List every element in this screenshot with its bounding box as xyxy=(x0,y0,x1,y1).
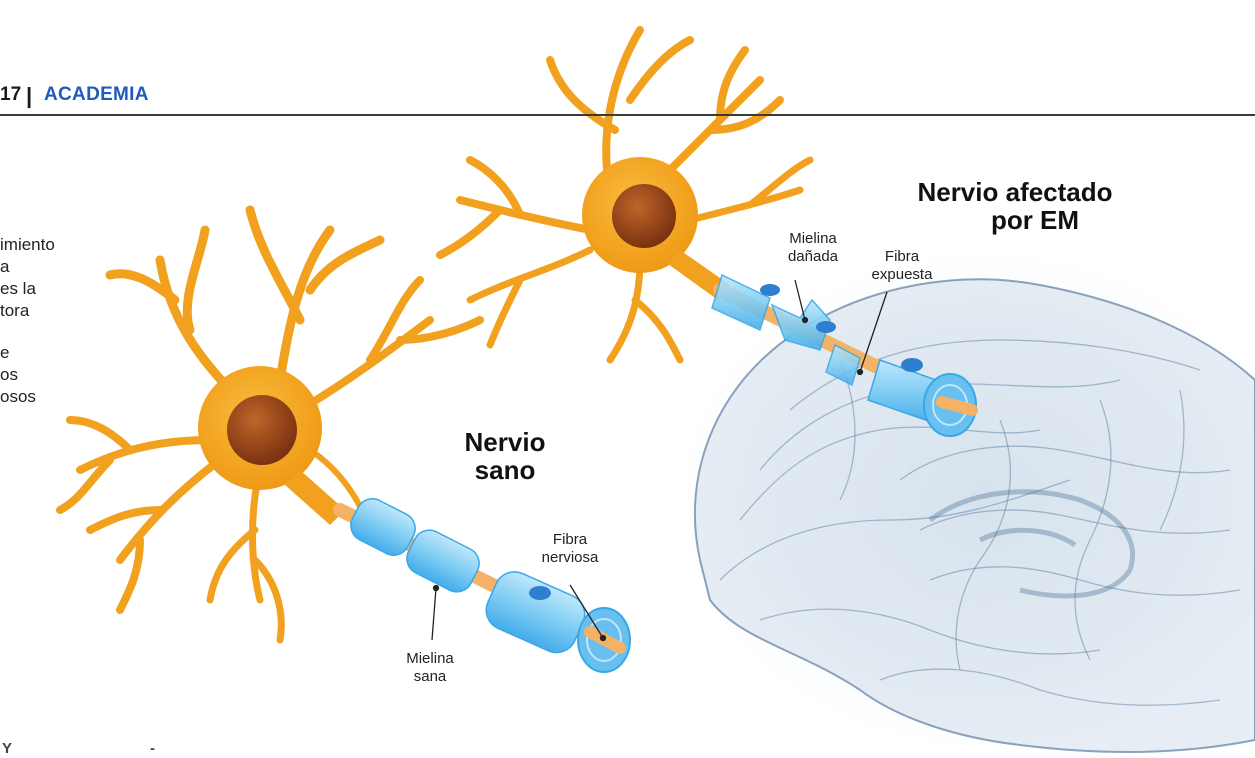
affected-neuron-nucleus xyxy=(612,184,676,248)
title-line: sano xyxy=(455,456,555,484)
body-line: osos xyxy=(0,386,55,408)
title-nervio-afectado: Nervio afectado por EM xyxy=(900,178,1130,234)
label-line: Fibra xyxy=(530,531,610,549)
header-rule xyxy=(0,114,1255,116)
label-line: dañada xyxy=(778,248,848,266)
healthy-neuron-nucleus xyxy=(227,395,297,465)
section-title: ACADEMIA xyxy=(44,84,149,106)
body-line: a xyxy=(0,256,55,278)
footer-mark-right: - xyxy=(150,740,155,757)
label-fibra-expuesta: Fibra expuesta xyxy=(862,248,942,284)
footer-mark-left: Y xyxy=(2,740,12,757)
label-line: Fibra xyxy=(862,248,942,266)
header-separator: | xyxy=(26,83,32,109)
body-text: imiento a es la tora e os osos xyxy=(0,234,55,408)
label-line: nerviosa xyxy=(530,549,610,567)
body-line: imiento xyxy=(0,234,55,256)
label-line: expuesta xyxy=(862,266,942,284)
body-line: e xyxy=(0,342,55,364)
title-nervio-sano: Nervio sano xyxy=(455,428,555,484)
label-mielina-danada: Mielina dañada xyxy=(778,230,848,266)
label-line: sana xyxy=(390,668,470,686)
label-fibra-nerviosa: Fibra nerviosa xyxy=(530,531,610,567)
body-line: tora xyxy=(0,300,55,322)
healthy-axon xyxy=(340,493,630,672)
page-number: 17 xyxy=(0,84,21,106)
brain xyxy=(685,255,1255,752)
label-line: Mielina xyxy=(390,650,470,668)
label-mielina-sana: Mielina sana xyxy=(390,650,470,686)
label-line: Mielina xyxy=(778,230,848,248)
body-line: es la xyxy=(0,278,55,300)
body-line: os xyxy=(0,364,55,386)
title-line: Nervio xyxy=(455,428,555,456)
title-line: Nervio afectado xyxy=(900,178,1130,206)
leader-mielina-sana xyxy=(432,588,436,640)
title-line: por EM xyxy=(900,206,1130,234)
healthy-axon-hillock xyxy=(285,470,345,525)
